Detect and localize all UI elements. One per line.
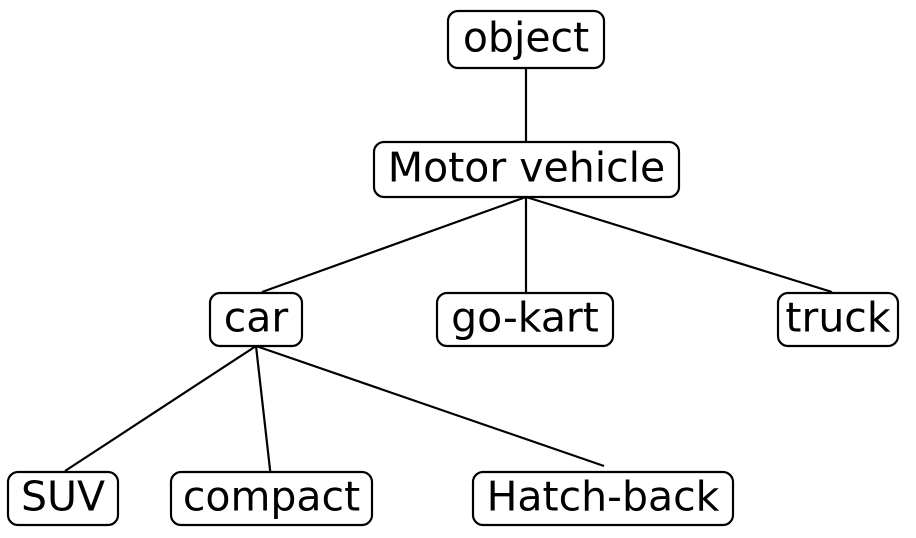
node-suv[interactable]: SUV xyxy=(6,470,120,527)
node-label-go-kart: go-kart xyxy=(451,294,599,342)
node-box-hatch-back xyxy=(471,470,735,527)
node-hatch-back[interactable]: Hatch-back xyxy=(471,470,735,527)
node-compact[interactable]: compact xyxy=(169,470,374,527)
edge-car-suv xyxy=(64,345,257,472)
node-label-motor-vehicle: Motor vehicle xyxy=(388,144,666,192)
edge-car-hatch-back xyxy=(255,344,605,468)
node-box-compact xyxy=(169,470,374,527)
node-box-motor-vehicle xyxy=(372,140,681,199)
node-box-suv xyxy=(6,470,120,527)
node-box-go-kart xyxy=(435,291,615,348)
node-car[interactable]: car xyxy=(208,291,304,348)
edge-motor-vehicle-car xyxy=(261,195,527,294)
edges-group xyxy=(64,68,833,488)
node-label-hatch-back: Hatch-back xyxy=(487,473,720,521)
node-box-car xyxy=(208,291,304,348)
edge-motor-vehicle-truck xyxy=(525,195,833,294)
node-label-truck: truck xyxy=(785,294,890,342)
node-motor-vehicle[interactable]: Motor vehicle xyxy=(372,140,681,199)
node-truck[interactable]: truck xyxy=(776,291,900,348)
node-box-object xyxy=(446,9,606,70)
edge-car-compact xyxy=(254,345,274,488)
node-label-compact: compact xyxy=(183,473,360,521)
node-object[interactable]: object xyxy=(446,9,606,70)
node-box-truck xyxy=(776,291,900,348)
node-label-suv: SUV xyxy=(21,473,105,521)
node-go-kart[interactable]: go-kart xyxy=(435,291,615,348)
node-label-car: car xyxy=(224,294,289,342)
node-label-object: object xyxy=(463,14,589,62)
